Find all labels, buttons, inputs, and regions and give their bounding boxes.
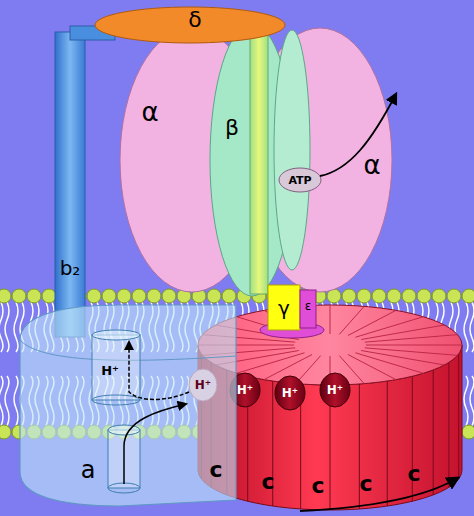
lipid-head xyxy=(387,289,401,303)
subunit-label: γ xyxy=(278,298,290,318)
subunit-label: α xyxy=(363,152,380,178)
subunit-a xyxy=(20,305,236,506)
lipid-head xyxy=(402,289,416,303)
c-ring-segment xyxy=(366,345,462,346)
lipid-tail xyxy=(5,302,9,352)
lipid-tail xyxy=(470,302,474,352)
upper-half-channel-top xyxy=(92,330,140,340)
c-ring-segment xyxy=(348,355,396,380)
lipid-head xyxy=(447,289,461,303)
beta-subunit xyxy=(274,30,310,270)
c-ring-top xyxy=(198,305,462,385)
atp-site xyxy=(279,168,321,192)
lipid-tail xyxy=(0,302,3,352)
lipid-head xyxy=(222,289,236,303)
c-subunit-divider xyxy=(433,370,434,495)
proton-path-arrow xyxy=(129,342,189,400)
c-ring-segment xyxy=(355,353,423,374)
upper-half-channel-bottom xyxy=(92,395,140,405)
c-ring-segment xyxy=(339,306,364,334)
lipid-tail xyxy=(14,302,18,352)
subunit-label: c xyxy=(407,463,420,485)
subunit-label: b₂ xyxy=(60,258,81,278)
lipid-head xyxy=(462,425,474,439)
lipid-tail xyxy=(5,376,9,426)
lipid-head xyxy=(0,425,11,439)
lipid-head xyxy=(42,289,56,303)
atp-release-arrow xyxy=(320,94,396,176)
lipid-tail xyxy=(14,376,18,426)
lipid-head xyxy=(372,289,386,303)
subunit-label: c xyxy=(261,471,274,493)
subunit-label: a xyxy=(81,458,96,482)
proton-site xyxy=(275,376,305,410)
lipid-tail xyxy=(470,376,474,426)
lipid-head xyxy=(117,289,131,303)
proton-entry-arrow xyxy=(124,404,186,484)
delta-subunit xyxy=(95,7,285,43)
proton-label: H⁺ xyxy=(327,384,343,396)
lipid-head xyxy=(87,289,101,303)
lipid-head xyxy=(147,289,161,303)
c-ring-segment xyxy=(365,335,458,343)
subunit-label: β xyxy=(225,117,239,139)
lipid-head xyxy=(162,289,176,303)
lipid-head xyxy=(417,289,431,303)
c-subunit-divider xyxy=(458,354,459,479)
proton-label: H⁺ xyxy=(195,379,211,391)
central-stalk xyxy=(250,28,268,294)
molecule-label: ATP xyxy=(288,175,311,186)
lipid-head xyxy=(342,289,356,303)
b2-stalk xyxy=(55,32,85,337)
lipid-tail xyxy=(464,376,468,426)
lipid-head xyxy=(207,289,221,303)
proton-label: H⁺ xyxy=(237,384,253,396)
epsilon-subunit xyxy=(300,290,316,328)
c-ring-segment xyxy=(330,305,331,334)
c-subunit-divider xyxy=(387,381,388,506)
subunit-label: α xyxy=(141,99,158,125)
lipid-head xyxy=(132,289,146,303)
subunit-label: δ xyxy=(188,9,201,31)
gamma-subunit xyxy=(268,285,300,330)
lipid-head xyxy=(357,289,371,303)
c-ring-segment xyxy=(361,325,444,340)
lipid-tail xyxy=(0,376,3,426)
lipid-head xyxy=(12,289,26,303)
subunit-label: ε xyxy=(305,300,312,312)
lipid-head xyxy=(432,289,446,303)
subunit-label: c xyxy=(311,475,324,497)
lipid-head xyxy=(27,289,41,303)
proton-label: H⁺ xyxy=(101,364,119,377)
lipid-tail xyxy=(464,302,468,352)
c-subunit-divider xyxy=(448,362,449,487)
lower-half-channel-bottom xyxy=(108,483,140,493)
upper-half-channel xyxy=(92,335,140,400)
lipid-head xyxy=(0,289,11,303)
c-ring-segment xyxy=(361,351,444,366)
lower-half-channel-top xyxy=(108,425,140,435)
lipid-head xyxy=(462,289,474,303)
c-ring-segment xyxy=(365,348,458,356)
subunit-label: c xyxy=(359,473,372,495)
proton-site xyxy=(320,373,350,407)
proton-label: H⁺ xyxy=(282,387,298,399)
subunit-label: c xyxy=(209,459,222,481)
lipid-head xyxy=(102,289,116,303)
